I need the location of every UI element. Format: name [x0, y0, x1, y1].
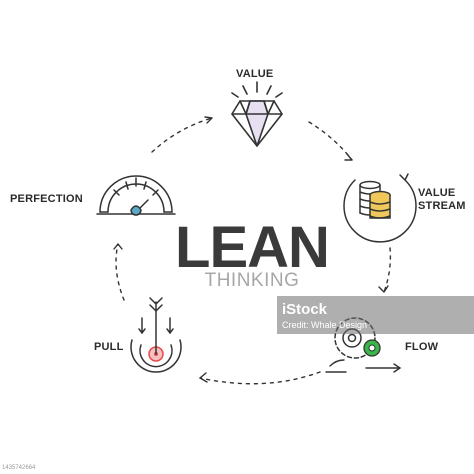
diamond-icon — [231, 81, 283, 147]
watermark-credit: Credit: Whale Design — [282, 320, 368, 330]
coin-stack-icon — [343, 173, 417, 243]
gauge-icon — [96, 175, 176, 216]
stock-id: 1435742664 — [2, 465, 36, 471]
label-value-stream-line2: STREAM — [418, 200, 466, 212]
cycle-connectors — [115, 117, 392, 385]
connector-arrowheads — [113, 116, 389, 383]
label-flow: FLOW — [405, 341, 439, 353]
center-title: LEAN — [175, 215, 330, 280]
target-arrow-icon — [130, 297, 182, 373]
connector-value-stream-to-flow — [383, 247, 392, 293]
center-subtitle: THINKING — [204, 270, 300, 291]
label-value-stream-line1: VALUE — [418, 187, 456, 199]
watermark-banner — [277, 296, 474, 334]
connector-value-to-value-stream — [308, 121, 353, 161]
label-pull: PULL — [94, 341, 124, 353]
connector-perfection-to-value — [151, 117, 213, 153]
connector-pull-to-perfection — [115, 243, 125, 301]
watermark-logo: iStock — [282, 301, 328, 318]
connector-flow-to-pull — [199, 371, 321, 385]
label-perfection: PERFECTION — [10, 193, 83, 205]
label-value: VALUE — [236, 68, 274, 80]
